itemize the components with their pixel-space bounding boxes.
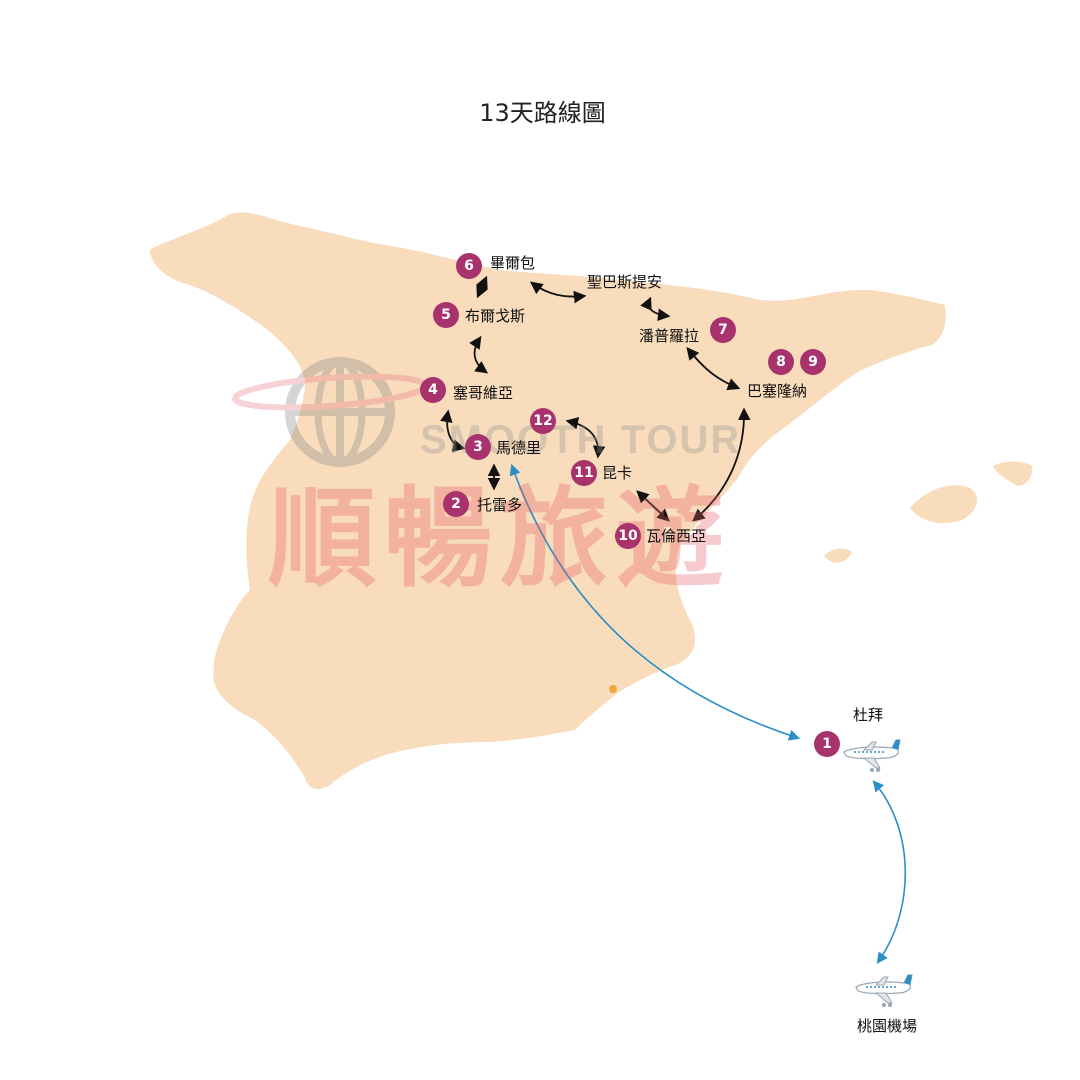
stop-label-segovia: 塞哥維亞 [453,384,514,402]
plane-icon [843,739,901,772]
stop-label-toledo: 托雷多 [477,496,523,514]
menorca-island [993,461,1033,486]
stop-badge-cuenca: 11 [571,460,597,486]
ibiza-island [824,548,852,563]
route-arrow-madrid-segovia [440,409,466,452]
route-arrow-sansebastian-pamplona [640,296,671,321]
mallorca-island [910,485,977,524]
stop-label-san-sebastian: 聖巴斯提安 [587,273,663,291]
stop-badge-madrid-return: 12 [530,408,556,434]
stop-badge-barcelona-8: 8 [768,349,794,375]
page-title: 13天路線圖 [479,99,606,127]
stop-label-pamplona: 潘普羅拉 [639,327,700,345]
stop-badge-segovia: 4 [420,377,446,403]
stop-badge-toledo: 2 [443,491,469,517]
stop-badge-pamplona: 7 [710,317,736,343]
route-arrow-pamplona-barcelona [686,347,741,391]
stop-badge-bilbao: 6 [456,253,482,279]
route-arrow-segovia-burgos [469,335,489,374]
stop-badge-barcelona-9: 9 [800,349,826,375]
stop-badge-burgos: 5 [433,302,459,328]
flight-arc-madrid-dubai [509,463,801,741]
stop-label-cuenca: 昆卡 [602,464,633,482]
watermark-text-zh: 順暢旅遊 [268,477,733,602]
flight-arcs [509,463,907,964]
route-arrow-burgos-bilbao [476,275,488,299]
route-arrow-bilbao-sansebastian [529,281,587,304]
stop-label-taoyuan: 桃園機場 [857,1017,918,1035]
stop-label-burgos: 布爾戈斯 [465,307,526,325]
flight-arc-dubai-taoyuan [872,780,907,964]
stop-label-barcelona: 巴塞隆納 [747,382,808,400]
stop-badge-valencia: 10 [615,523,641,549]
stop-label-bilbao: 畢爾包 [490,254,536,272]
stop-badge-dubai: 1 [814,731,840,757]
stop-label-valencia: 瓦倫西亞 [646,527,707,545]
stop-badge-madrid: 3 [465,434,491,460]
route-arrow-cuenca-madrid12 [565,417,606,459]
stop-label-madrid: 馬德里 [496,439,542,457]
stop-label-dubai: 杜拜 [853,706,884,724]
plane-icon [855,974,913,1007]
coast-dot [609,685,617,693]
